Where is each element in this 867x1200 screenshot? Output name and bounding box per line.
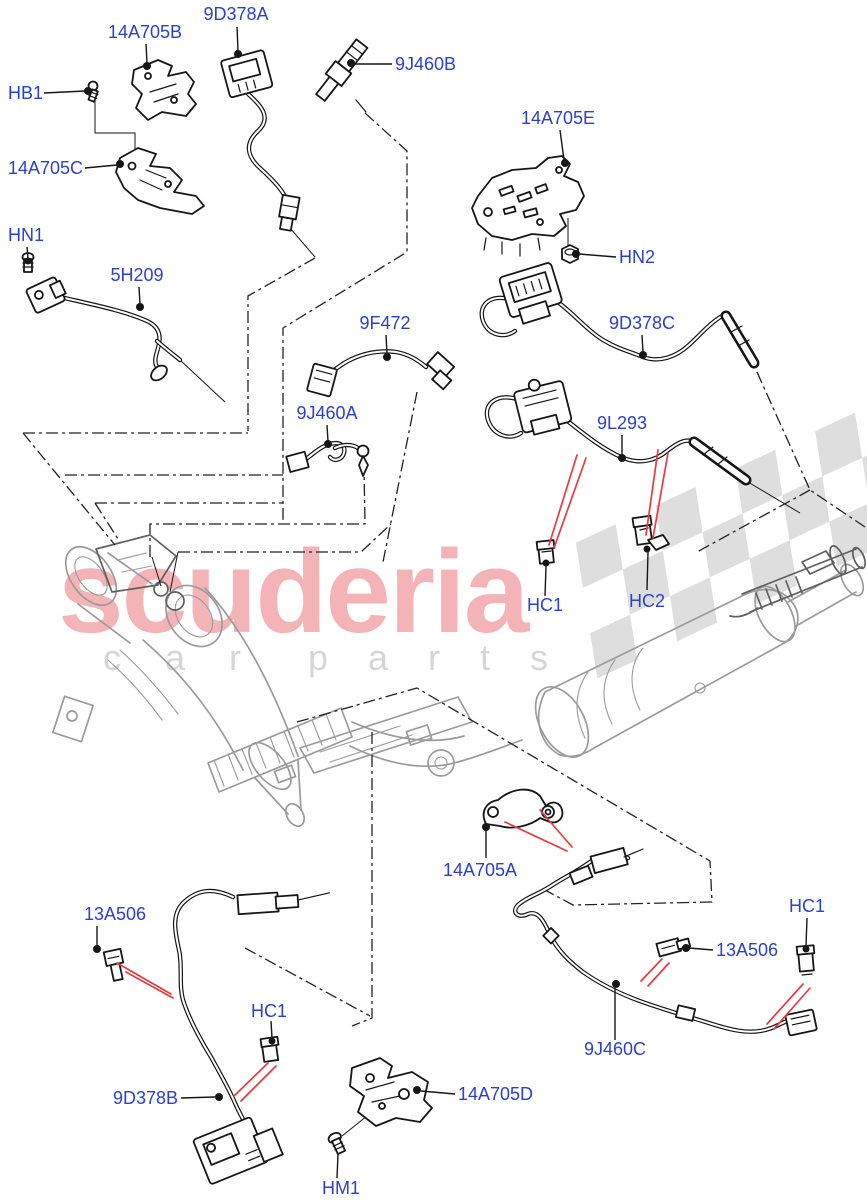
part-label-hb1: HB1 bbox=[8, 83, 43, 103]
part-label-9l293: 9L293 bbox=[597, 413, 647, 433]
part-clip-13a506-right bbox=[655, 937, 692, 958]
part-tube-5h209 bbox=[25, 276, 183, 382]
part-sensor-9l293 bbox=[484, 378, 752, 486]
part-label-9d378c: 9D378C bbox=[609, 313, 675, 333]
part-label-14a705c: 14A705C bbox=[8, 158, 83, 178]
watermark-brand-text: scuderia bbox=[58, 526, 531, 658]
part-labels: 14A705B 9D378A 9J460B HB1 14A705C 14A705… bbox=[8, 4, 825, 1198]
part-sensor-9f472 bbox=[306, 349, 456, 398]
part-label-9j460c: 9J460C bbox=[584, 1039, 646, 1059]
link-lines bbox=[94, 98, 801, 1137]
part-label-hc1-lower-left: HC1 bbox=[251, 1001, 287, 1021]
part-label-9f472: 9F472 bbox=[359, 313, 410, 333]
part-module-9d378a bbox=[220, 49, 301, 232]
checkered-flag bbox=[575, 412, 867, 679]
callout-lines bbox=[24, 26, 810, 1179]
part-label-hc2: HC2 bbox=[629, 591, 665, 611]
part-label-hc1-lower-right: HC1 bbox=[789, 896, 825, 916]
part-label-hm1: HM1 bbox=[322, 1178, 360, 1198]
part-sensor-9j460c bbox=[513, 846, 818, 1037]
part-label-13a506-left: 13A506 bbox=[84, 904, 146, 924]
part-label-5h209: 5H209 bbox=[110, 265, 163, 285]
flex-pipe-section bbox=[207, 696, 523, 793]
part-bracket-14a705b bbox=[131, 59, 197, 121]
main-exhaust-drawing bbox=[52, 534, 867, 827]
watermark-tagline-parts: parts bbox=[308, 637, 588, 678]
part-sensor-9j460b bbox=[315, 38, 369, 113]
part-label-9d378b: 9D378B bbox=[113, 1088, 178, 1108]
pointer-arrows bbox=[116, 449, 811, 1102]
part-label-13a506-right: 13A506 bbox=[716, 940, 778, 960]
part-label-hn1: HN1 bbox=[8, 225, 44, 245]
part-label-hc1-mid: HC1 bbox=[527, 595, 563, 615]
part-label-14a705e: 14A705E bbox=[521, 108, 595, 128]
muffler bbox=[534, 563, 865, 758]
boundary-lines bbox=[22, 112, 866, 1027]
part-clip-13a506-left bbox=[102, 947, 125, 982]
inlet-pipe bbox=[729, 545, 867, 618]
part-bracket-14a705d bbox=[349, 1057, 433, 1127]
part-label-hn2: HN2 bbox=[619, 247, 655, 267]
part-label-14a705b: 14A705B bbox=[108, 22, 182, 42]
part-label-9j460b: 9J460B bbox=[395, 54, 456, 74]
part-bracket-14a705c bbox=[115, 147, 205, 215]
part-clip-hc2 bbox=[631, 514, 670, 551]
watermark: scuderia car parts bbox=[58, 412, 867, 679]
part-label-14a705a: 14A705A bbox=[443, 860, 517, 880]
part-bracket-14a705a bbox=[482, 788, 564, 829]
part-plate-14a705e bbox=[471, 155, 585, 257]
part-sensor-9j460a bbox=[285, 440, 370, 477]
part-label-9d378a: 9D378A bbox=[203, 4, 268, 24]
part-sensor-9d378b bbox=[172, 888, 331, 1185]
part-bolt-hm1 bbox=[327, 1132, 347, 1155]
watermark-tagline-car: car bbox=[103, 637, 285, 678]
part-label-14a705d: 14A705D bbox=[458, 1084, 533, 1104]
part-clip-hc1-lower-left bbox=[259, 1035, 280, 1063]
part-label-9j460a: 9J460A bbox=[296, 403, 357, 423]
